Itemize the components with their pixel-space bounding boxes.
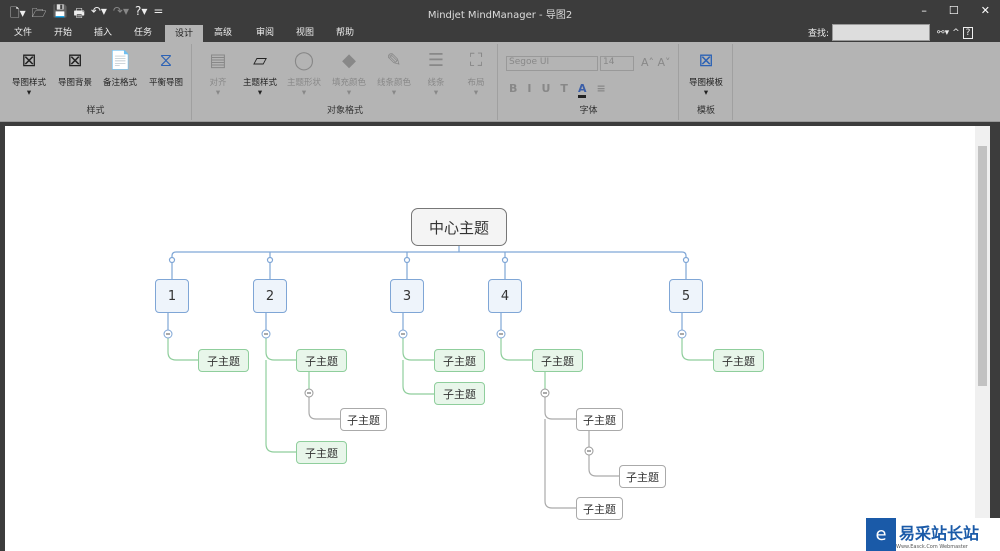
collapse-ribbon-icon[interactable]: ^: [952, 27, 960, 38]
redo-icon[interactable]: ↷▾: [112, 4, 129, 18]
title-bar: 🗋▾ 🗁 💾 🖶 ↶▾ ↷▾ ?▾ = Mindjet MindManager …: [0, 0, 1000, 24]
watermark: e 易采站长站 Www.Easck.Com Webmaster: [866, 518, 1000, 551]
main-topic-5[interactable]: 5: [669, 279, 703, 313]
tab-help[interactable]: 帮助: [336, 28, 355, 38]
font-size-select[interactable]: 14: [600, 56, 634, 71]
brush-icon: ✎: [386, 50, 402, 71]
window-title: Mindjet MindManager - 导图2: [427, 10, 573, 21]
group-label-style: 样式: [86, 106, 105, 116]
topic-style-icon: ▱: [253, 50, 267, 71]
group-label-object-format: 对象格式: [326, 106, 363, 116]
map-style-icon: ⊠: [21, 50, 37, 71]
group-template: ⊠导图模板▾ 模板: [680, 44, 733, 120]
close-button[interactable]: ✕: [980, 4, 990, 17]
subtopic[interactable]: 子主题: [713, 349, 764, 372]
italic-button[interactable]: I: [527, 82, 532, 95]
lines-icon: ☰: [427, 50, 445, 71]
tab-review[interactable]: 审阅: [256, 28, 275, 38]
tab-insert[interactable]: 插入: [94, 28, 113, 38]
vertical-scrollbar[interactable]: [975, 126, 990, 551]
ribbon: ⊠导图样式▾ ⊠导图背景 📄备注格式 ⧖平衡导图 样式 ▤对齐▾ ▱主题样式▾ …: [0, 42, 1000, 122]
map-background-icon: ⊠: [67, 50, 83, 71]
tab-advanced[interactable]: 高级: [214, 28, 233, 38]
subtopic[interactable]: 子主题: [576, 408, 623, 431]
watermark-subtext: Www.Easck.Com Webmaster: [896, 543, 968, 550]
group-label-font: 字体: [579, 106, 598, 116]
grow-shrink-font-icon[interactable]: A˄ A˅: [641, 56, 671, 69]
align-text-button[interactable]: ≡: [596, 82, 606, 95]
subtopic[interactable]: 子主题: [576, 497, 623, 520]
search-area: 查找: ⚯▾ ^ ?: [808, 24, 974, 41]
search-input[interactable]: [832, 24, 931, 41]
watermark-text: 易采站长站: [899, 523, 980, 543]
layout-button[interactable]: ⛶布局▾: [453, 50, 499, 98]
map-template-button[interactable]: ⊠导图模板▾: [688, 50, 723, 98]
minimize-button[interactable]: –: [921, 4, 927, 17]
topic-style-button[interactable]: ▱主题样式▾: [242, 50, 277, 98]
map-template-icon: ⊠: [698, 50, 714, 71]
help-icon[interactable]: ?: [962, 26, 974, 39]
save-icon[interactable]: 💾: [52, 4, 68, 18]
tab-design[interactable]: 设计: [165, 25, 203, 43]
watermark-logo-icon: e: [866, 518, 896, 551]
line-button[interactable]: ☰线条▾: [413, 50, 459, 98]
layout-icon: ⛶: [469, 50, 483, 71]
line-color-button[interactable]: ✎线条颜色▾: [376, 50, 411, 98]
font-family-select[interactable]: Segoe UI: [506, 56, 598, 71]
font-color-button[interactable]: A: [577, 82, 587, 98]
new-icon[interactable]: 🗋▾: [10, 6, 26, 20]
help-icon[interactable]: ?▾: [135, 4, 148, 18]
fill-bucket-icon: ◆: [342, 50, 356, 71]
notes-format-icon: 📄: [109, 50, 132, 71]
binoculars-icon[interactable]: ⚯▾: [937, 27, 950, 38]
tab-task[interactable]: 任务: [134, 28, 153, 38]
group-label-template: 模板: [696, 106, 715, 116]
map-background-button[interactable]: ⊠导图背景: [57, 50, 92, 88]
tab-home[interactable]: 开始: [54, 28, 73, 38]
align-icon: ▤: [209, 50, 227, 71]
open-icon[interactable]: 🗁: [31, 6, 47, 20]
main-topic-2[interactable]: 2: [253, 279, 287, 313]
subtopic[interactable]: 子主题: [296, 441, 347, 464]
group-font: Segoe UI 14 A˄ A˅ B I U T A ≡ 字体: [499, 44, 679, 120]
search-label: 查找:: [808, 29, 830, 39]
strikethrough-button[interactable]: T: [560, 82, 568, 95]
subtopic[interactable]: 子主题: [198, 349, 249, 372]
bold-button[interactable]: B: [509, 82, 518, 95]
align-button[interactable]: ▤对齐▾: [195, 50, 241, 98]
main-topic-4[interactable]: 4: [488, 279, 522, 313]
subtopic[interactable]: 子主题: [532, 349, 583, 372]
subtopic[interactable]: 子主题: [619, 465, 666, 488]
customize-icon[interactable]: =: [153, 4, 164, 18]
group-style: ⊠导图样式▾ ⊠导图背景 📄备注格式 ⧖平衡导图 样式: [0, 44, 192, 120]
topic-shape-icon: ◯: [293, 50, 315, 71]
balance-map-icon: ⧖: [159, 50, 173, 71]
ribbon-tabs: 文件 开始 插入 任务 设计 高级 审阅 视图 帮助: [0, 24, 1000, 43]
undo-icon[interactable]: ↶▾: [90, 4, 107, 18]
tab-view[interactable]: 视图: [296, 28, 315, 38]
main-topic-1[interactable]: 1: [155, 279, 189, 313]
quick-access-toolbar: 🗋▾ 🗁 💾 🖶 ↶▾ ↷▾ ?▾ =: [10, 4, 163, 25]
notes-format-button[interactable]: 📄备注格式: [102, 50, 137, 88]
tab-file[interactable]: 文件: [14, 28, 33, 38]
print-icon[interactable]: 🖶: [73, 6, 85, 20]
group-object-format: ▤对齐▾ ▱主题样式▾ ◯主题形状▾ ◆填充颜色▾ ✎线条颜色▾ ☰线条▾ ⛶布…: [193, 44, 498, 120]
subtopic[interactable]: 子主题: [340, 408, 387, 431]
topic-shape-button[interactable]: ◯主题形状▾: [286, 50, 321, 98]
subtopic[interactable]: 子主题: [434, 349, 485, 372]
subtopic[interactable]: 子主题: [434, 382, 485, 405]
main-topic-3[interactable]: 3: [390, 279, 424, 313]
maximize-button[interactable]: ☐: [948, 4, 959, 17]
scrollbar-thumb[interactable]: [978, 146, 987, 386]
balance-map-button[interactable]: ⧖平衡导图: [148, 50, 183, 88]
map-style-button[interactable]: ⊠导图样式▾: [11, 50, 46, 98]
map-canvas[interactable]: [5, 126, 975, 551]
central-topic[interactable]: 中心主题: [411, 208, 507, 246]
subtopic[interactable]: 子主题: [296, 349, 347, 372]
underline-button[interactable]: U: [541, 82, 551, 95]
fill-color-button[interactable]: ◆填充颜色▾: [331, 50, 366, 98]
